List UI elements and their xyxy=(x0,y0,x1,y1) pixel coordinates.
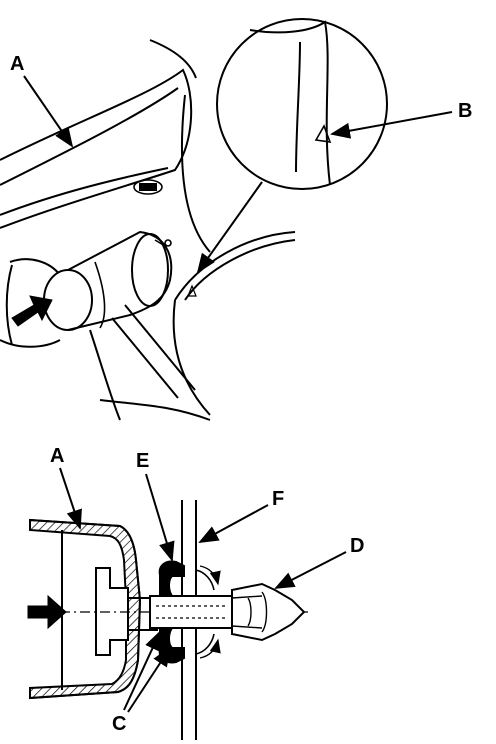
zoom-circle xyxy=(216,18,388,190)
leader-c-bottom-1 xyxy=(123,630,161,711)
leader-d-bottom xyxy=(274,551,347,589)
callout-c-bottom: C xyxy=(112,713,126,735)
bottom-illustration xyxy=(27,500,308,740)
tool-cup-hatched-wall xyxy=(29,518,142,700)
leader-f-bottom xyxy=(198,504,269,543)
trim-panel-lower-edge xyxy=(0,167,169,216)
push-arrow-icon xyxy=(11,295,53,327)
top-callouts: A B xyxy=(10,53,472,148)
lower-frame xyxy=(89,329,211,421)
zoom-panel-edge xyxy=(249,20,331,186)
trim-panel-inner-edge xyxy=(0,87,179,186)
push-arrow-bottom-icon xyxy=(27,594,67,630)
callout-a-top: A xyxy=(10,53,24,75)
panel-top-curve xyxy=(149,39,197,79)
tool-head xyxy=(43,230,173,331)
flex-arrow-lower xyxy=(199,638,221,659)
leader-a-top xyxy=(23,75,74,148)
callout-f-bottom: F xyxy=(272,488,284,510)
callout-b-top: B xyxy=(458,100,472,122)
plunger xyxy=(95,567,129,656)
leader-e-bottom xyxy=(145,473,175,562)
emblem-icon xyxy=(133,179,163,195)
top-illustration xyxy=(0,18,388,421)
callout-e-bottom: E xyxy=(136,450,149,472)
clip-mark-small xyxy=(187,284,197,297)
tool-handle xyxy=(111,304,196,399)
bottom-callouts: A E F D C xyxy=(50,445,364,735)
door-edge xyxy=(174,231,296,301)
leader-a-bottom xyxy=(59,467,82,530)
flex-arrow-upper xyxy=(199,565,221,586)
grommet-lip xyxy=(195,569,215,655)
clip-body xyxy=(149,582,306,642)
callout-d-bottom: D xyxy=(350,535,364,557)
door-edge-lower xyxy=(172,299,211,416)
zoom-panel-edge-2 xyxy=(295,41,301,173)
zoom-clip-triangle xyxy=(314,124,332,143)
leader-c-bottom-2 xyxy=(127,646,172,713)
door-edge-inner xyxy=(184,239,296,301)
door-curve xyxy=(181,94,211,253)
callout-a-bottom: A xyxy=(50,445,64,467)
trim-panel-outer-edge xyxy=(0,68,193,229)
zoom-leader-line xyxy=(196,181,263,274)
hand-outline xyxy=(0,258,61,348)
leader-b-top xyxy=(330,111,453,139)
